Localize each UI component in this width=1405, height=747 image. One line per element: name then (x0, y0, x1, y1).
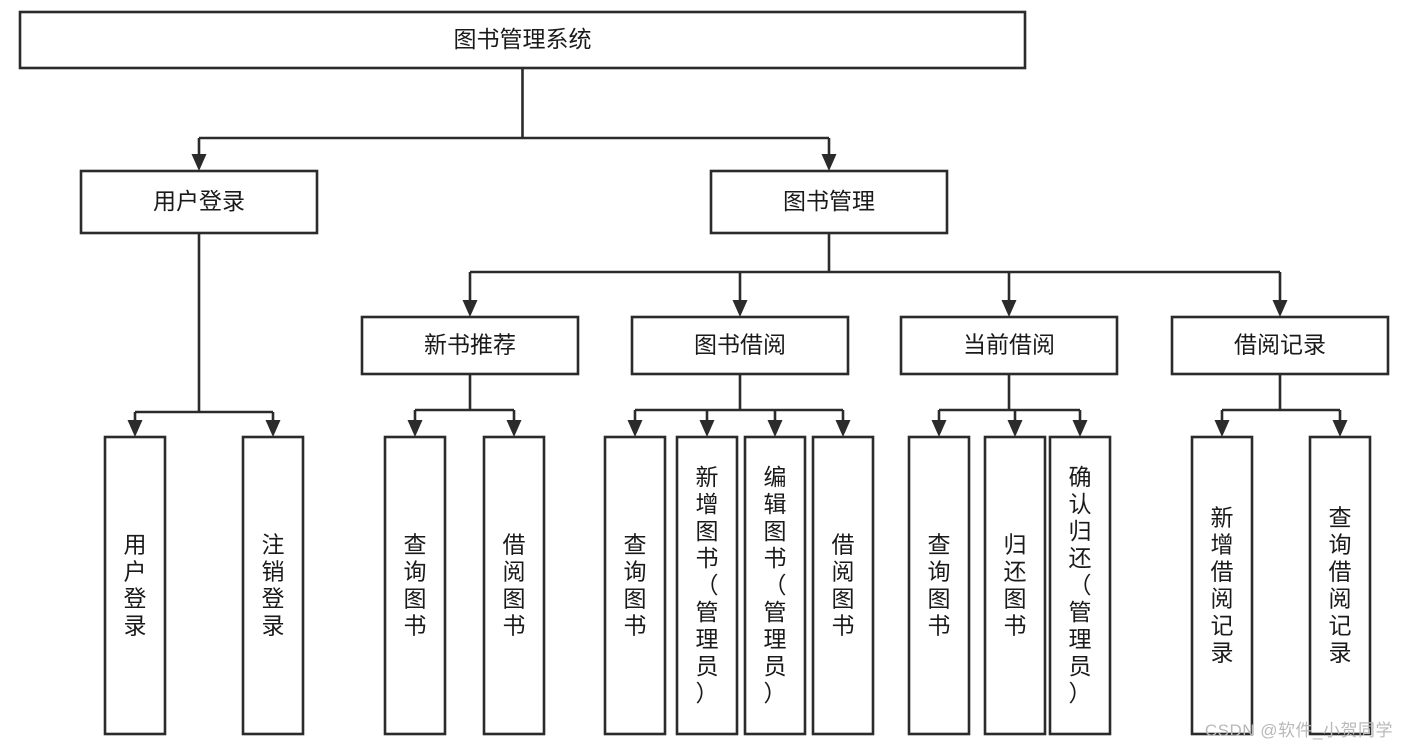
node-new-book-recommend[interactable]: 新书推荐 (360, 315, 580, 376)
node-box-borrow-record[interactable] (1170, 315, 1390, 376)
node-label-user-login: 用户登录 (153, 188, 245, 214)
node-label-new-book-recommend: 新书推荐 (424, 332, 516, 358)
node-box-new-book-recommend[interactable] (360, 315, 580, 376)
arrow-head (1001, 300, 1017, 317)
node-box-leaf-confirm-return[interactable] (1048, 435, 1112, 736)
node-user-login[interactable]: 用户登录 (79, 169, 319, 235)
node-label-leaf-query-book-1: 查询图书 (404, 532, 427, 639)
arrow-head (627, 420, 643, 437)
node-box-leaf-user-login[interactable] (103, 435, 167, 736)
node-box-leaf-query-record[interactable] (1308, 435, 1372, 736)
node-leaf-add-record[interactable]: 新增借阅记录 (1190, 435, 1254, 736)
node-label-book-borrow: 图书借阅 (694, 332, 786, 358)
node-leaf-add-book[interactable]: 新增图书（管理员） (675, 435, 739, 736)
arrow-head (1072, 420, 1088, 437)
node-borrow-record[interactable]: 借阅记录 (1170, 315, 1390, 376)
arrow-head (835, 420, 851, 437)
node-label-leaf-borrow-book-1: 借阅图书 (503, 532, 526, 639)
node-box-leaf-query-book-1[interactable] (383, 435, 447, 736)
arrow-head (407, 420, 423, 437)
node-label-leaf-confirm-return: 确认归还（管理员） (1069, 464, 1092, 706)
arrow-head (699, 420, 715, 437)
node-leaf-borrow-book-2[interactable]: 借阅图书 (811, 435, 875, 736)
arrow-head (191, 154, 207, 171)
node-box-leaf-logout[interactable] (241, 435, 305, 736)
arrow-head (506, 420, 522, 437)
node-box-root[interactable] (18, 10, 1027, 70)
arrow-head (127, 420, 143, 437)
node-leaf-return-book[interactable]: 归还图书 (983, 435, 1047, 736)
node-box-leaf-return-book[interactable] (983, 435, 1047, 736)
node-label-current-borrow: 当前借阅 (963, 332, 1055, 358)
arrow-head (1007, 420, 1023, 437)
node-leaf-confirm-return[interactable]: 确认归还（管理员） (1048, 435, 1112, 736)
node-label-borrow-record: 借阅记录 (1234, 332, 1326, 358)
node-box-leaf-borrow-book-1[interactable] (482, 435, 546, 736)
node-label-leaf-edit-book: 编辑图书（管理员） (764, 464, 787, 706)
arrow-head (931, 420, 947, 437)
node-label-leaf-logout: 注销登录 (262, 532, 285, 639)
node-box-current-borrow[interactable] (899, 315, 1119, 376)
node-book-borrow[interactable]: 图书借阅 (630, 315, 850, 376)
arrow-head (732, 300, 748, 317)
connector-layer (127, 68, 1348, 437)
node-label-leaf-return-book: 归还图书 (1004, 532, 1027, 639)
node-current-borrow[interactable]: 当前借阅 (899, 315, 1119, 376)
node-leaf-query-book-1[interactable]: 查询图书 (383, 435, 447, 736)
node-box-leaf-query-book-2[interactable] (603, 435, 667, 736)
node-book-manage[interactable]: 图书管理 (709, 169, 949, 235)
node-label-leaf-user-login: 用户登录 (124, 532, 147, 639)
arrow-head (821, 154, 837, 171)
node-root[interactable]: 图书管理系统 (18, 10, 1027, 70)
node-layer: 图书管理系统用户登录图书管理新书推荐图书借阅当前借阅借阅记录用户登录注销登录查询… (18, 10, 1390, 736)
node-box-leaf-add-record[interactable] (1190, 435, 1254, 736)
node-leaf-query-book-2[interactable]: 查询图书 (603, 435, 667, 736)
node-label-leaf-add-book: 新增图书（管理员） (696, 464, 719, 706)
arrow-head (767, 420, 783, 437)
node-label-leaf-query-record: 查询借阅记录 (1329, 505, 1352, 666)
node-leaf-query-record[interactable]: 查询借阅记录 (1308, 435, 1372, 736)
node-box-leaf-query-book-3[interactable] (907, 435, 971, 736)
arrow-head (1332, 420, 1348, 437)
node-box-book-borrow[interactable] (630, 315, 850, 376)
node-box-leaf-add-book[interactable] (675, 435, 739, 736)
arrow-head (1272, 300, 1288, 317)
node-leaf-edit-book[interactable]: 编辑图书（管理员） (743, 435, 807, 736)
node-box-leaf-borrow-book-2[interactable] (811, 435, 875, 736)
node-label-leaf-borrow-book-2: 借阅图书 (832, 532, 855, 639)
arrow-head (462, 300, 478, 317)
node-label-leaf-add-record: 新增借阅记录 (1211, 505, 1234, 666)
node-leaf-borrow-book-1[interactable]: 借阅图书 (482, 435, 546, 736)
node-leaf-user-login[interactable]: 用户登录 (103, 435, 167, 736)
arrow-head (1214, 420, 1230, 437)
arrow-head (265, 420, 281, 437)
node-label-leaf-query-book-3: 查询图书 (928, 532, 951, 639)
node-box-book-manage[interactable] (709, 169, 949, 235)
node-box-leaf-edit-book[interactable] (743, 435, 807, 736)
node-leaf-logout[interactable]: 注销登录 (241, 435, 305, 736)
node-label-book-manage: 图书管理 (783, 188, 875, 214)
node-box-user-login[interactable] (79, 169, 319, 235)
node-label-leaf-query-book-2: 查询图书 (624, 532, 647, 639)
node-leaf-query-book-3[interactable]: 查询图书 (907, 435, 971, 736)
node-label-root: 图书管理系统 (454, 26, 592, 52)
